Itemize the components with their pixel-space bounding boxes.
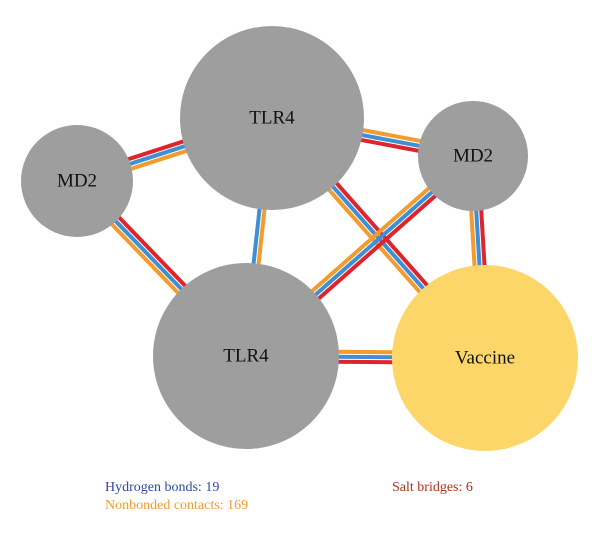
- node-tlr4-bottom: TLR4: [153, 263, 339, 449]
- legend-nonbonded-contacts: Nonbonded contacts: 169: [105, 498, 249, 513]
- node-md2-left: MD2: [21, 125, 133, 237]
- node-label: MD2: [453, 146, 493, 167]
- node-label: TLR4: [249, 108, 295, 129]
- node-circle: [21, 125, 133, 237]
- node-circle: [392, 265, 578, 451]
- node-label: TLR4: [223, 346, 269, 367]
- node-circle: [180, 26, 364, 210]
- legend-hydrogen-bonds: Hydrogen bonds: 19: [105, 480, 220, 495]
- node-circle: [153, 263, 339, 449]
- node-md2-right: MD2: [418, 101, 528, 211]
- node-label: Vaccine: [455, 348, 515, 369]
- node-tlr4-top: TLR4: [180, 26, 364, 210]
- node-circle: [418, 101, 528, 211]
- node-vaccine: Vaccine: [392, 265, 578, 451]
- legend-salt-bridges: Salt bridges: 6: [392, 480, 473, 495]
- node-label: MD2: [57, 171, 97, 192]
